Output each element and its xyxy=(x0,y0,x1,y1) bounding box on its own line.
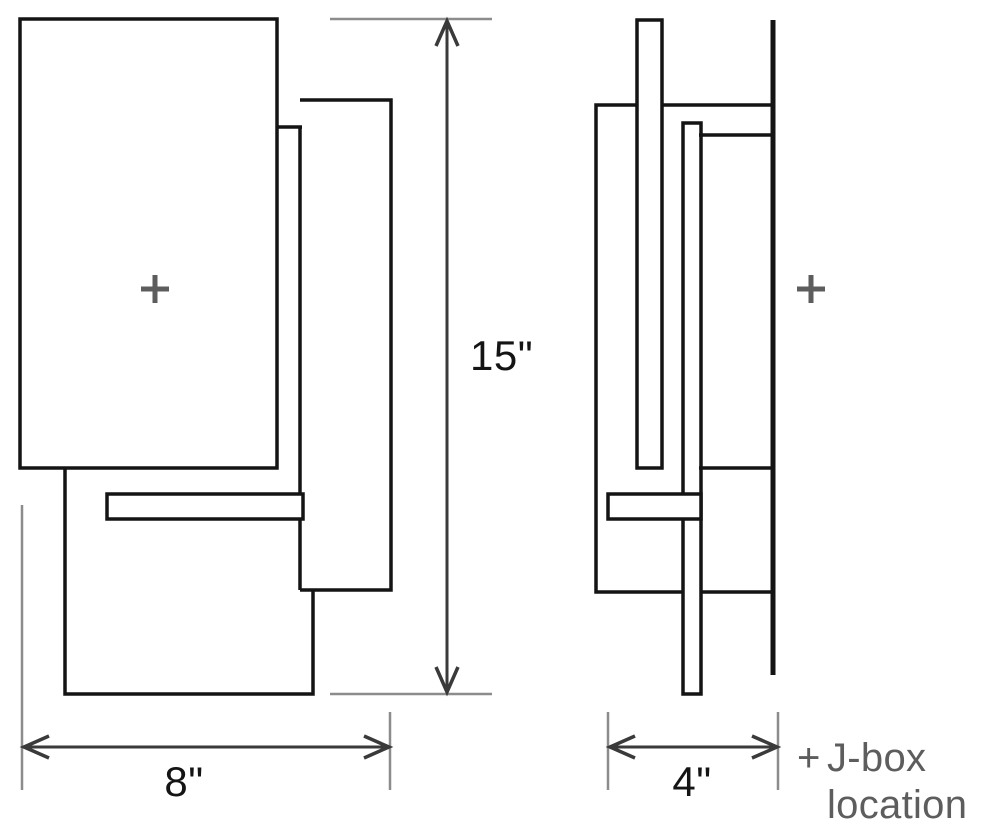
side-elevation-view xyxy=(594,18,825,696)
height-arrow-bottom xyxy=(434,666,460,697)
depth-dimension-label: 4" xyxy=(672,758,711,805)
front-lower-panel xyxy=(63,468,315,696)
side-fin-profile xyxy=(681,121,703,696)
width-arrow-right xyxy=(363,734,394,760)
height-arrow-top xyxy=(434,16,460,47)
side-jbox-cross-icon xyxy=(797,275,825,303)
jbox-note-line-2: location xyxy=(827,783,967,827)
width-dimension-group: 8" xyxy=(19,505,394,805)
side-front-shade-edge xyxy=(635,18,664,470)
jbox-note-line-1: J-box xyxy=(827,736,926,780)
side-light-bar xyxy=(606,492,703,521)
front-right-fin xyxy=(300,98,393,592)
height-dimension-group: 15" xyxy=(330,16,533,697)
jbox-note-plus-icon: + xyxy=(797,736,820,780)
front-elevation-view xyxy=(18,17,393,696)
depth-arrow-left xyxy=(605,734,636,760)
front-jbox-cross-icon xyxy=(141,275,169,303)
jbox-note-group: + J-box location xyxy=(797,736,967,827)
front-light-bar xyxy=(105,492,305,521)
width-dimension-label: 8" xyxy=(164,758,203,805)
depth-dimension-group: 4" xyxy=(605,712,782,805)
width-arrow-left xyxy=(19,734,50,760)
depth-arrow-right xyxy=(751,734,782,760)
height-dimension-label: 15" xyxy=(470,332,533,379)
front-upper-panel xyxy=(18,17,279,470)
